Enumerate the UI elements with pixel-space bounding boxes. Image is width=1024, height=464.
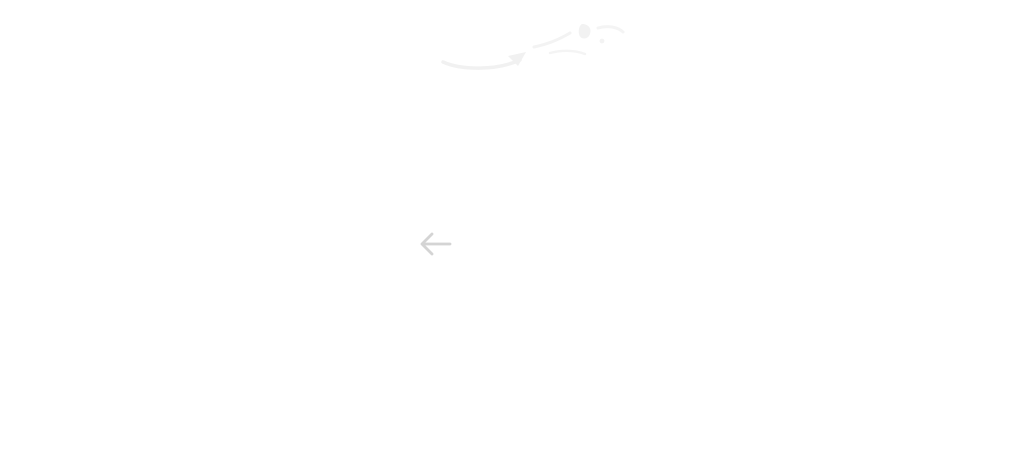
brand-logo-icon [441, 24, 625, 70]
brand-logo [436, 16, 632, 78]
arrow-left-icon [420, 232, 452, 256]
back-button[interactable] [414, 228, 456, 260]
